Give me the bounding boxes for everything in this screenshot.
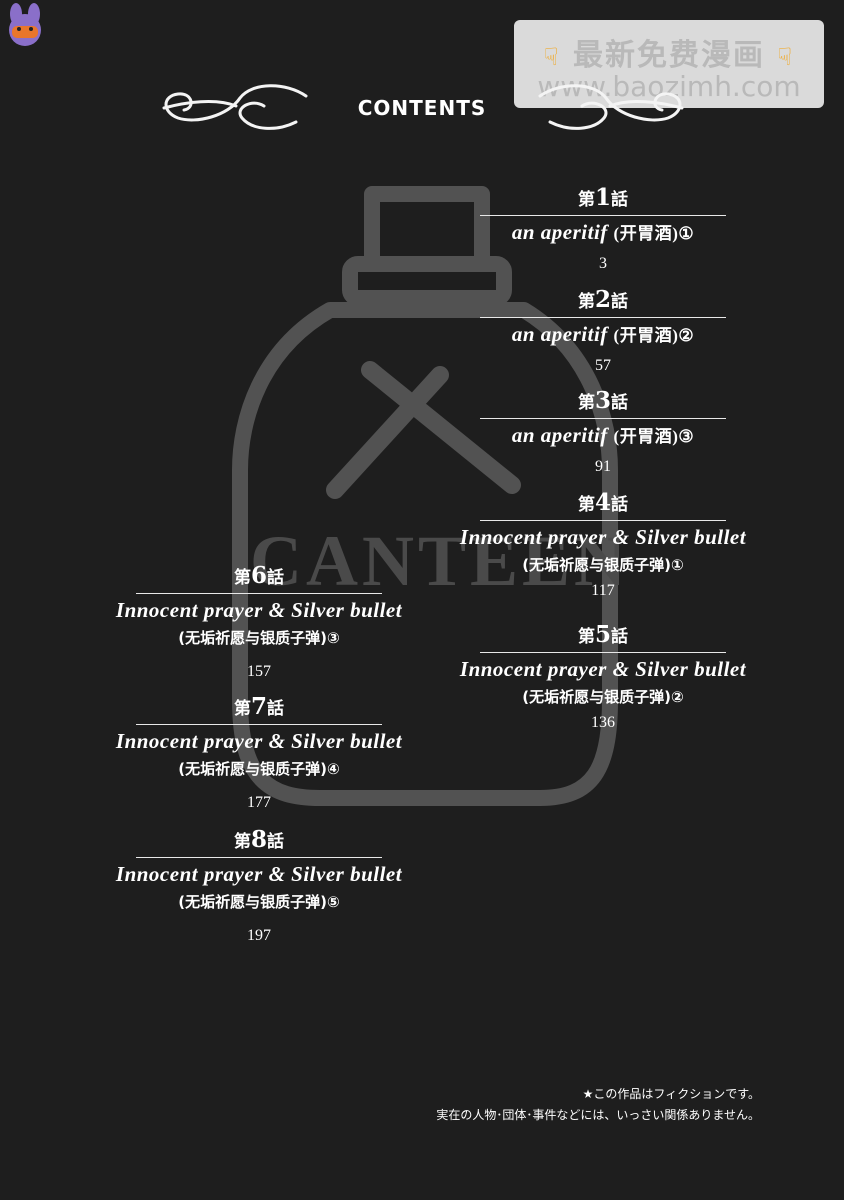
page-number: 136 [591, 714, 615, 731]
chapter-label: 第1話 [577, 184, 628, 211]
chapter-subtitle: (无垢祈愿与银质子弹)② [522, 688, 684, 706]
chapter-label: 第5話 [577, 621, 628, 648]
page-number: 197 [247, 927, 271, 944]
chapter-label: 第3話 [577, 387, 628, 414]
chapter-entry-2[interactable]: 第2話 an aperitif (开胃酒)② 57 [423, 285, 783, 380]
chapter-title: an aperitif (开胃酒)③ [511, 423, 695, 447]
chapter-label: 第4話 [577, 489, 628, 516]
chapter-subtitle: (无垢祈愿与银质子弹)③ [178, 629, 340, 647]
chapter-entry-5[interactable]: 第5話 Innocent prayer & Silver bullet (无垢祈… [423, 620, 783, 737]
chapter-title: Innocent prayer & Silver bullet [459, 525, 747, 549]
chapter-entry-1[interactable]: 第1話 an aperitif (开胃酒)① 3 [423, 183, 783, 278]
chapter-subtitle: (无垢祈愿与银质子弹)④ [178, 760, 340, 778]
chapter-label: 第6話 [233, 562, 284, 589]
divider [480, 418, 726, 419]
chapter-subtitle: (无垢祈愿与银质子弹)⑤ [178, 893, 340, 911]
site-logo-icon [9, 3, 41, 46]
divider [136, 724, 382, 725]
watermark-text-line1: ☟ 最新免费漫画 ☟ [514, 30, 824, 74]
pointing-down-hand-icon: ☟ [777, 43, 795, 71]
flourish-left-icon [162, 84, 308, 130]
disclaimer-line2: 実在の人物･団体･事件などには、いっさい関係ありません。 [436, 1108, 760, 1122]
page-number: 117 [591, 582, 615, 599]
chapter-entry-7[interactable]: 第7話 Innocent prayer & Silver bullet (无垢祈… [79, 692, 439, 817]
divider [480, 317, 726, 318]
chapter-label: 第7話 [233, 693, 284, 720]
chapter-entry-6[interactable]: 第6話 Innocent prayer & Silver bullet (无垢祈… [79, 561, 439, 686]
page-number: 177 [247, 794, 271, 811]
divider [480, 215, 726, 216]
chapter-entry-3[interactable]: 第3話 an aperitif (开胃酒)③ 91 [423, 386, 783, 481]
chapter-subtitle: (无垢祈愿与银质子弹)① [522, 556, 684, 574]
chapter-title: Innocent prayer & Silver bullet [115, 729, 403, 753]
canteen-logo-text: CANTEEN [250, 521, 630, 601]
chapter-title: Innocent prayer & Silver bullet [115, 598, 403, 622]
pointing-down-hand-icon: ☟ [543, 43, 561, 71]
watermark-title: 最新免费漫画 [573, 38, 765, 73]
divider [136, 593, 382, 594]
page-title: CONTENTS [357, 96, 487, 120]
page-number: 91 [595, 458, 611, 475]
watermark-banner: ☟ 最新免费漫画 ☟ www.baozimh.com [514, 20, 824, 108]
chapter-label: 第2話 [577, 286, 628, 313]
chapter-entry-8[interactable]: 第8話 Innocent prayer & Silver bullet (无垢祈… [79, 825, 439, 950]
page-number: 157 [247, 663, 271, 680]
disclaimer: ★この作品はフィクションです。 実在の人物･団体･事件などには、いっさい関係あり… [400, 1084, 760, 1126]
canteen-bottle-icon: CANTEEN [232, 186, 630, 806]
chapter-entry-4[interactable]: 第4話 Innocent prayer & Silver bullet (无垢祈… [423, 488, 783, 605]
chapter-title: Innocent prayer & Silver bullet [459, 657, 747, 681]
divider [136, 857, 382, 858]
page-number: 3 [599, 255, 607, 272]
chapter-title: an aperitif (开胃酒)② [511, 322, 695, 346]
chapter-title: an aperitif (开胃酒)① [511, 220, 695, 244]
chapter-title: Innocent prayer & Silver bullet [115, 862, 403, 886]
page-number: 57 [595, 357, 611, 374]
divider [480, 520, 726, 521]
flourish-right-icon [538, 84, 684, 130]
chapter-label: 第8話 [233, 826, 284, 853]
disclaimer-line1: ★この作品はフィクションです。 [582, 1087, 760, 1101]
divider [480, 652, 726, 653]
